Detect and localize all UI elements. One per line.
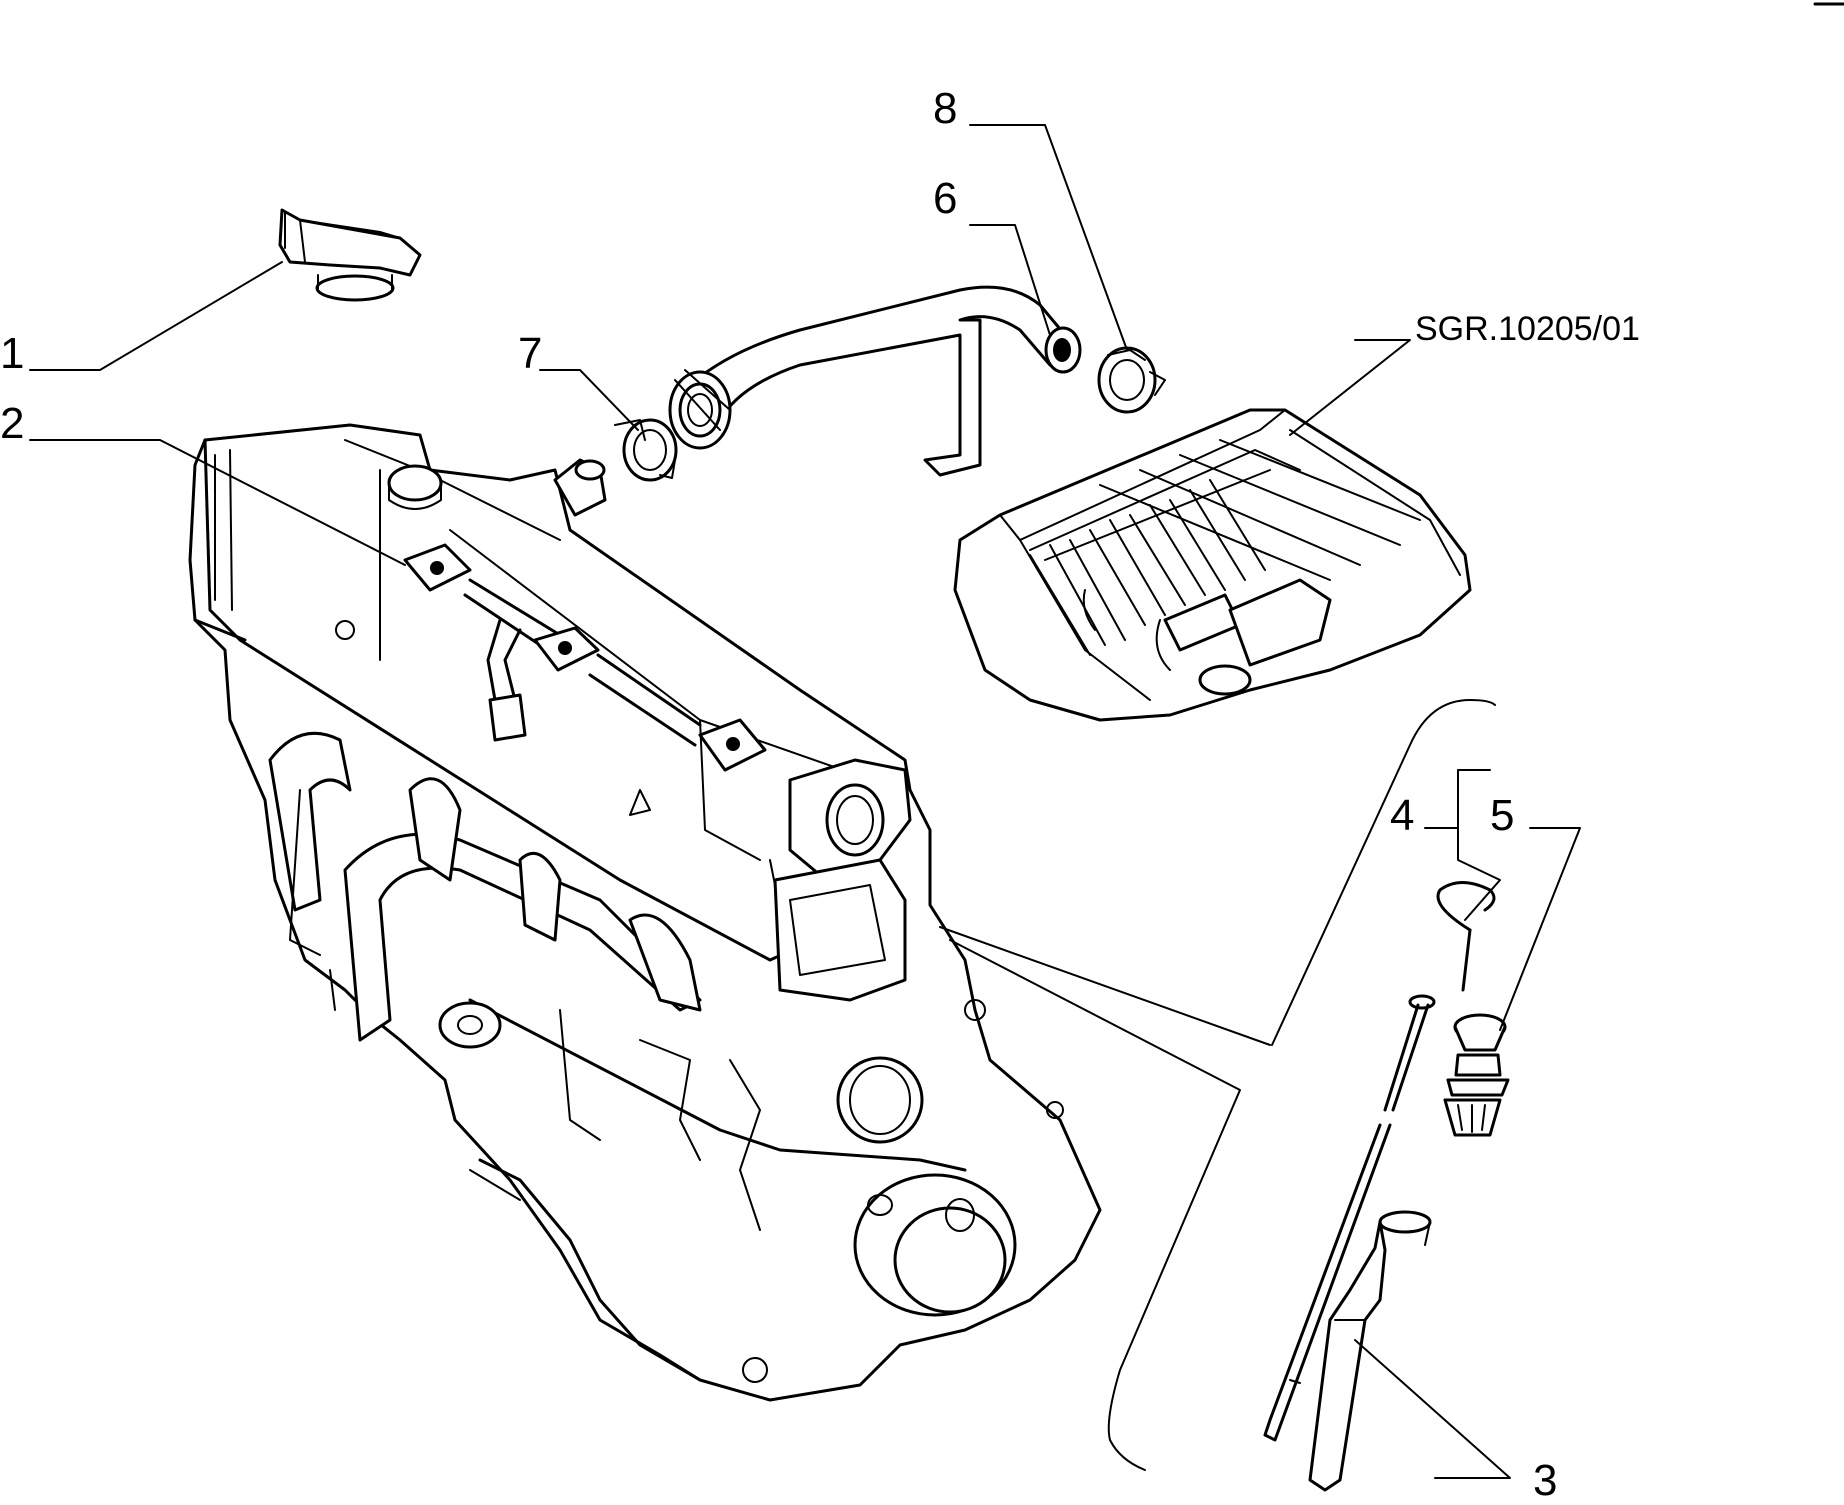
hose-clamp-7	[614, 418, 678, 482]
callout-3: 3	[1533, 1456, 1557, 1505]
callout-1: 1	[0, 329, 24, 378]
exhaust-manifold	[268, 731, 702, 1049]
dipstick	[1263, 881, 1496, 1442]
oil-filler-plug	[1443, 1013, 1510, 1137]
callout-8: 8	[933, 84, 957, 133]
breather-hose	[668, 285, 1082, 477]
callout-5: 5	[1490, 791, 1514, 840]
filler-cap	[278, 208, 422, 302]
detail-outline	[939, 699, 1496, 1471]
dipstick-tube	[1308, 1210, 1432, 1492]
callout-labels: 1 2 3 4 5 6 7 8 SGR.10205/01	[0, 84, 1640, 1505]
callout-4: 4	[1390, 791, 1414, 840]
callout-2: 2	[0, 399, 24, 448]
engine-block	[188, 423, 1102, 1402]
hose-clamp-8	[1097, 346, 1166, 414]
callout-7: 7	[518, 329, 542, 378]
breather-harness	[403, 543, 767, 772]
rocker-cover	[953, 408, 1472, 722]
callout-6: 6	[933, 174, 957, 223]
reference-code: SGR.10205/01	[1415, 310, 1640, 348]
leader-lines	[29, 124, 1581, 1479]
